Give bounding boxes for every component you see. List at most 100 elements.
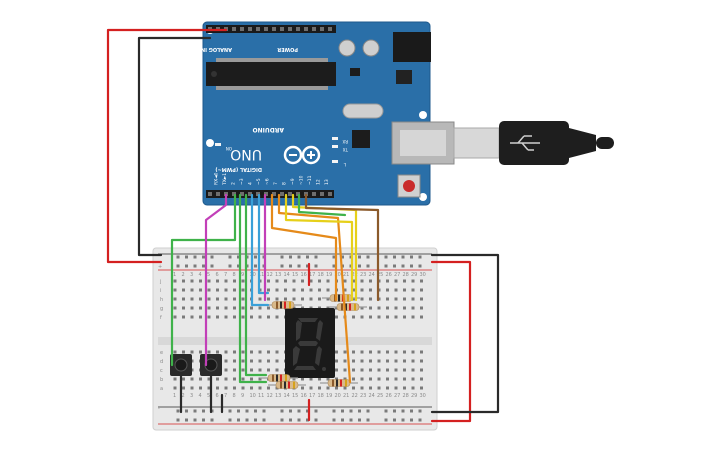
breadboard-hole[interactable] bbox=[190, 315, 194, 319]
breadboard-hole[interactable] bbox=[394, 315, 398, 319]
header-pin[interactable] bbox=[264, 192, 268, 196]
breadboard-hole[interactable] bbox=[199, 315, 202, 319]
rail-hole[interactable] bbox=[332, 264, 336, 268]
breadboard-hole[interactable] bbox=[352, 315, 355, 319]
breadboard-hole[interactable] bbox=[241, 306, 245, 310]
breadboard-hole[interactable] bbox=[318, 279, 321, 283]
breadboard-hole[interactable] bbox=[284, 279, 287, 283]
breadboard-hole[interactable] bbox=[369, 350, 372, 354]
rail-hole[interactable] bbox=[245, 418, 249, 422]
breadboard-hole[interactable] bbox=[173, 279, 177, 283]
breadboard-hole[interactable] bbox=[420, 359, 423, 363]
breadboard-hole[interactable] bbox=[386, 297, 389, 301]
breadboard-hole[interactable] bbox=[224, 315, 228, 319]
breadboard-hole[interactable] bbox=[386, 288, 389, 292]
breadboard-hole[interactable] bbox=[182, 350, 185, 354]
rail-hole[interactable] bbox=[237, 264, 240, 268]
rail-hole[interactable] bbox=[384, 264, 388, 268]
breadboard-hole[interactable] bbox=[267, 288, 270, 292]
rail-hole[interactable] bbox=[176, 255, 180, 259]
breadboard-hole[interactable] bbox=[258, 386, 262, 390]
breadboard-hole[interactable] bbox=[420, 386, 423, 390]
breadboard-hole[interactable] bbox=[250, 377, 253, 381]
breadboard-hole[interactable] bbox=[199, 288, 202, 292]
breadboard-hole[interactable] bbox=[343, 279, 347, 283]
breadboard-hole[interactable] bbox=[369, 297, 372, 301]
rail-hole[interactable] bbox=[410, 264, 413, 268]
rail-hole[interactable] bbox=[306, 255, 309, 259]
rail-hole[interactable] bbox=[254, 418, 257, 422]
breadboard-hole[interactable] bbox=[377, 386, 381, 390]
rail-hole[interactable] bbox=[384, 409, 388, 413]
breadboard-hole[interactable] bbox=[267, 279, 270, 283]
wire-orange-2[interactable] bbox=[277, 193, 352, 384]
breadboard-hole[interactable] bbox=[190, 386, 194, 390]
rail-hole[interactable] bbox=[401, 264, 405, 268]
header-pin[interactable] bbox=[328, 27, 332, 31]
breadboard-hole[interactable] bbox=[301, 288, 304, 292]
rail-hole[interactable] bbox=[297, 264, 301, 268]
rail-hole[interactable] bbox=[210, 418, 214, 422]
breadboard-hole[interactable] bbox=[403, 359, 406, 363]
rail-hole[interactable] bbox=[280, 409, 284, 413]
header-pin[interactable] bbox=[280, 27, 284, 31]
breadboard-hole[interactable] bbox=[411, 368, 415, 372]
breadboard-hole[interactable] bbox=[360, 350, 364, 354]
breadboard-hole[interactable] bbox=[241, 288, 245, 292]
rail-hole[interactable] bbox=[228, 264, 232, 268]
breadboard-hole[interactable] bbox=[360, 359, 364, 363]
breadboard-hole[interactable] bbox=[199, 386, 202, 390]
wire-rail-jumper-red[interactable] bbox=[430, 260, 472, 423]
breadboard-hole[interactable] bbox=[369, 377, 372, 381]
breadboard-hole[interactable] bbox=[386, 377, 389, 381]
breadboard-hole[interactable] bbox=[284, 288, 287, 292]
header-pin[interactable] bbox=[272, 27, 276, 31]
header-pin[interactable] bbox=[264, 27, 268, 31]
breadboard-hole[interactable] bbox=[207, 315, 211, 319]
breadboard-hole[interactable] bbox=[275, 359, 279, 363]
breadboard-hole[interactable] bbox=[233, 297, 236, 301]
breadboard-hole[interactable] bbox=[233, 288, 236, 292]
breadboard-hole[interactable] bbox=[233, 350, 236, 354]
breadboard-hole[interactable] bbox=[309, 377, 313, 381]
breadboard-hole[interactable] bbox=[309, 279, 313, 283]
rail-hole[interactable] bbox=[289, 264, 292, 268]
breadboard-hole[interactable] bbox=[335, 377, 338, 381]
breadboard-hole[interactable] bbox=[403, 279, 406, 283]
breadboard-hole[interactable] bbox=[411, 279, 415, 283]
breadboard-hole[interactable] bbox=[275, 288, 279, 292]
header-pin[interactable] bbox=[312, 27, 316, 31]
breadboard-hole[interactable] bbox=[360, 288, 364, 292]
rail-hole[interactable] bbox=[314, 409, 318, 413]
breadboard-hole[interactable] bbox=[352, 350, 355, 354]
rail-hole[interactable] bbox=[289, 418, 292, 422]
breadboard-hole[interactable] bbox=[403, 297, 406, 301]
resistor-4[interactable] bbox=[260, 374, 298, 382]
header-pin[interactable] bbox=[272, 192, 276, 196]
rail-hole[interactable] bbox=[332, 418, 336, 422]
rail-hole[interactable] bbox=[202, 264, 205, 268]
breadboard-hole[interactable] bbox=[292, 297, 296, 301]
header-pin[interactable] bbox=[288, 192, 292, 196]
breadboard-hole[interactable] bbox=[199, 350, 202, 354]
breadboard-hole[interactable] bbox=[224, 377, 228, 381]
breadboard-hole[interactable] bbox=[207, 279, 211, 283]
breadboard-hole[interactable] bbox=[352, 297, 355, 301]
breadboard-hole[interactable] bbox=[207, 288, 211, 292]
rail-hole[interactable] bbox=[289, 409, 292, 413]
breadboard-hole[interactable] bbox=[335, 350, 338, 354]
breadboard-hole[interactable] bbox=[335, 368, 338, 372]
breadboard-hole[interactable] bbox=[394, 368, 398, 372]
breadboard-hole[interactable] bbox=[377, 306, 381, 310]
breadboard-hole[interactable] bbox=[275, 315, 279, 319]
rail-hole[interactable] bbox=[254, 264, 257, 268]
breadboard-hole[interactable] bbox=[275, 297, 279, 301]
breadboard-hole[interactable] bbox=[267, 386, 270, 390]
breadboard-hole[interactable] bbox=[411, 350, 415, 354]
push-button-left[interactable] bbox=[170, 354, 192, 376]
breadboard-hole[interactable] bbox=[182, 288, 185, 292]
breadboard-hole[interactable] bbox=[182, 297, 185, 301]
header-pin[interactable] bbox=[304, 27, 308, 31]
breadboard-hole[interactable] bbox=[173, 386, 177, 390]
breadboard-hole[interactable] bbox=[343, 359, 347, 363]
